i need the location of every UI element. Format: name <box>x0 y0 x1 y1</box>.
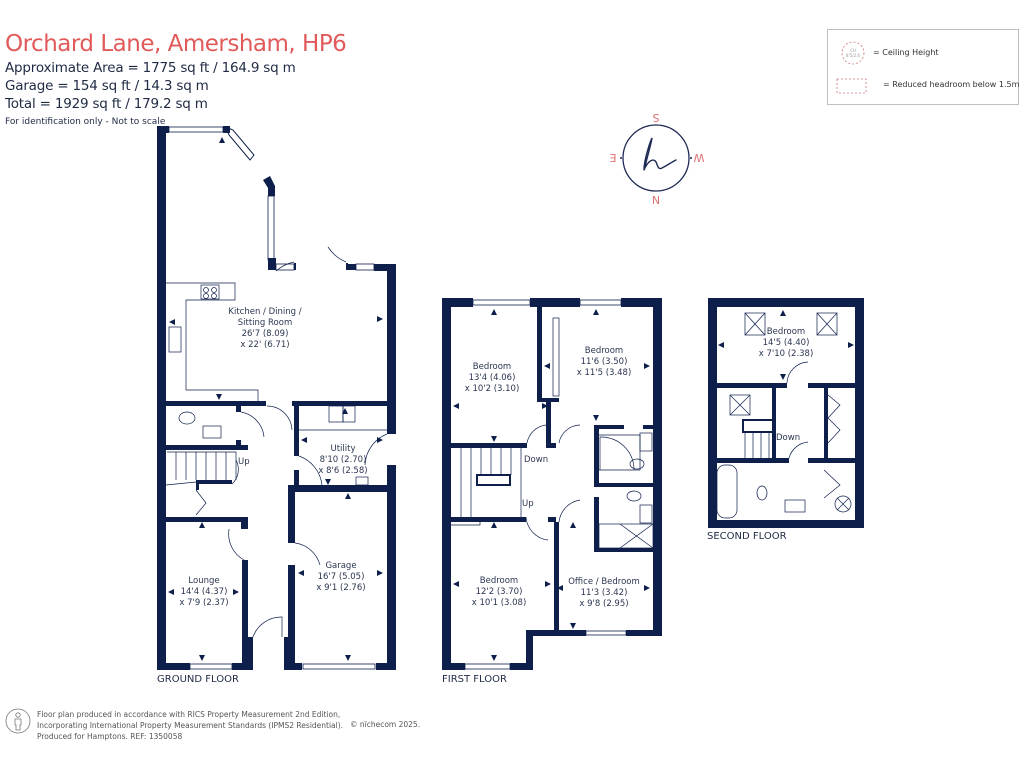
svg-text:W: W <box>693 151 704 164</box>
dimension-arrows <box>168 137 854 661</box>
room-utility: Utility 8'10 (2.70) x 8'6 (2.58) <box>318 444 368 476</box>
room-bedroom-2: Bedroom 11'6 (3.50) x 11'5 (3.48) <box>576 346 632 378</box>
svg-text:8'5/2.6: 8'5/2.6 <box>846 53 860 58</box>
second-floor-fixtures <box>716 312 852 519</box>
stairs-down-label: Down <box>524 455 549 465</box>
reduced-headroom-icon <box>836 78 867 94</box>
second-floor-label: SECOND FLOOR <box>707 531 787 542</box>
ground-floor-fixtures <box>165 246 388 638</box>
room-office-bedroom: Office / Bedroom 11'3 (3.42) x 9'8 (2.95… <box>568 577 640 609</box>
stairs-up-label-first: Up <box>522 499 534 509</box>
scale-disclaimer: For identification only - Not to scale <box>5 117 166 127</box>
first-floor-fixtures <box>451 317 654 549</box>
property-title: Orchard Lane, Amersham, HP6 <box>5 31 347 57</box>
room-lounge: Lounge 14'4 (4.37) x 7'9 (2.37) <box>179 576 229 608</box>
room-bedroom-1: Bedroom 13'4 (4.06) x 10'2 (3.10) <box>464 362 520 394</box>
first-floor-walls <box>442 298 662 670</box>
legend-box: CH 8'5/2.6 = Ceiling Height = Reduced he… <box>827 29 1019 105</box>
svg-text:E: E <box>609 152 616 165</box>
compass-icon: S N E W <box>609 111 704 207</box>
ground-floor-label: GROUND FLOOR <box>157 674 239 685</box>
logo-icon <box>643 137 677 171</box>
ground-floor-walls <box>157 126 396 670</box>
approx-area: Approximate Area = 1775 sq ft / 164.9 sq… <box>5 60 296 76</box>
svg-text:N: N <box>652 194 660 207</box>
total-area: Total = 1929 sq ft / 179.2 sq m <box>5 96 208 112</box>
room-kitchen-dining: Kitchen / Dining / Sitting Room 26'7 (8.… <box>228 307 302 350</box>
garage-area: Garage = 154 sq ft / 14.3 sq m <box>5 78 209 94</box>
room-garage: Garage 16'7 (5.05) x 9'1 (2.76) <box>316 561 366 593</box>
ceiling-height-label: = Ceiling Height <box>873 48 939 57</box>
legend-symbols: CH 8'5/2.6 <box>836 41 867 94</box>
person-icon <box>5 708 31 734</box>
copyright: © nïchecom 2025. <box>350 720 421 729</box>
first-floor-label: FIRST FLOOR <box>442 674 507 685</box>
stairs-down-label-second: Down <box>776 433 801 443</box>
ceiling-height-icon <box>841 41 865 65</box>
svg-text:CH: CH <box>850 48 856 53</box>
footer-text: Floor plan produced in accordance with R… <box>37 710 344 741</box>
svg-text:S: S <box>652 111 659 124</box>
stairs-up-label: Up <box>238 457 250 467</box>
room-bedroom-4: Bedroom 14'5 (4.40) x 7'10 (2.38) <box>758 327 814 359</box>
room-bedroom-3: Bedroom 12'2 (3.70) x 10'1 (3.08) <box>471 576 527 608</box>
reduced-headroom-label: = Reduced headroom below 1.5m <box>883 80 1020 89</box>
second-floor-walls <box>708 298 864 528</box>
